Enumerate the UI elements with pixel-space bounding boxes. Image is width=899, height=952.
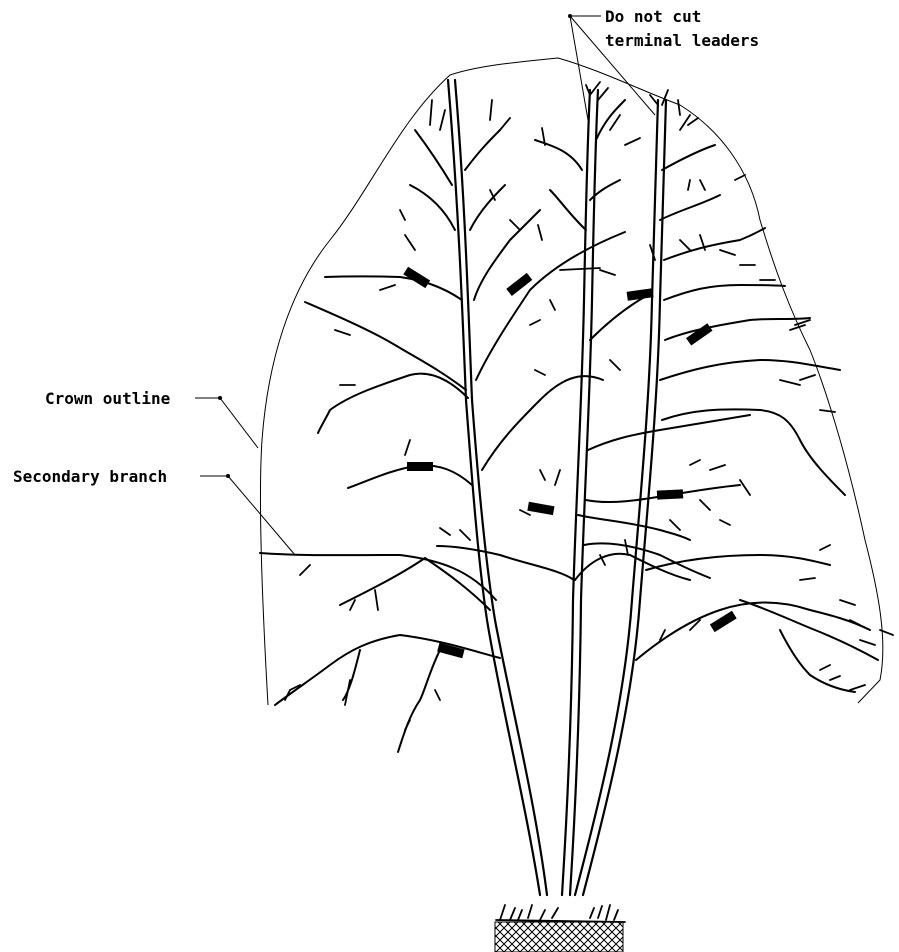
label-secondary-branch: Secondary branch bbox=[13, 467, 167, 486]
main-branches bbox=[260, 100, 878, 752]
label-terminal-leaders-line1: Do not cut bbox=[605, 7, 701, 26]
soil-hatch bbox=[495, 922, 623, 952]
ground bbox=[495, 905, 625, 952]
label-crown-outline: Crown outline bbox=[45, 389, 170, 408]
pruning-cuts bbox=[403, 267, 736, 658]
label-terminal-leaders-line2: terminal leaders bbox=[605, 31, 759, 50]
left-trunk bbox=[448, 80, 547, 895]
